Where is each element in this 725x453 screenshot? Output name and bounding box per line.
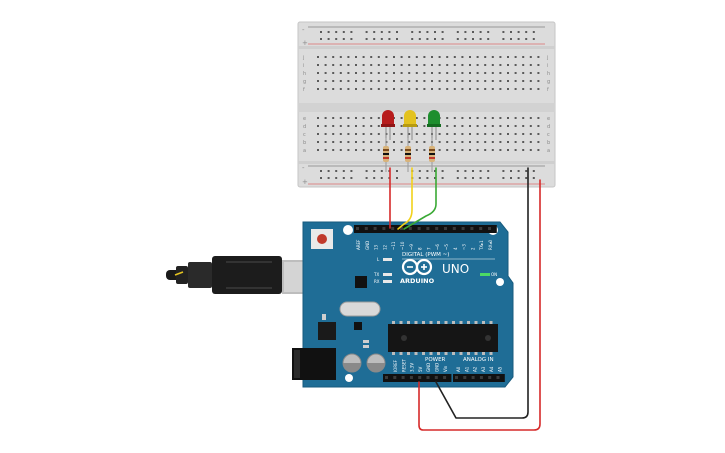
pin-label: A5	[498, 366, 503, 372]
digital-header-label: DIGITAL (PWM ~)	[402, 252, 449, 258]
rail-plus-label: +	[302, 39, 308, 47]
pin-label: GND	[365, 241, 370, 250]
resistor-3[interactable]	[429, 138, 435, 172]
arduino-uno-board[interactable]: DIGITAL (PWM ~) POWER ANALOG IN AREF GND 1…	[292, 221, 514, 388]
row-letter: h	[547, 71, 550, 77]
pin-label: A3	[481, 366, 486, 372]
pin-label: A2	[473, 366, 478, 372]
digital-header[interactable]	[354, 225, 497, 233]
pin-label: 5V	[418, 366, 423, 372]
pin-label: ~6	[435, 244, 440, 250]
row-letter: d	[547, 124, 550, 130]
row-letter: a	[303, 148, 306, 154]
pin-label: ~5	[444, 244, 449, 250]
pin-label: ~11	[391, 241, 396, 250]
pin-label: GND	[435, 363, 440, 372]
analog-header[interactable]	[453, 374, 505, 382]
pin-label: 4	[453, 247, 458, 250]
row-letter: b	[303, 140, 306, 146]
pin-label: 2	[470, 247, 475, 250]
row-letter: i	[303, 63, 304, 69]
led-green[interactable]	[427, 110, 441, 140]
pin-label: 13	[374, 244, 379, 250]
row-letter: a	[547, 148, 550, 154]
pin-label: GND	[426, 363, 431, 372]
on-label: ON	[491, 272, 497, 277]
row-letter: c	[303, 132, 306, 138]
row-letter: j	[302, 55, 304, 61]
wire-yellow-pin12	[397, 167, 413, 230]
pin-label: 7	[426, 247, 431, 250]
pin-label: RX◂0	[488, 239, 493, 250]
row-letter: e	[303, 116, 306, 122]
power-header[interactable]	[383, 374, 452, 382]
pin-label: IOREF	[393, 359, 398, 372]
wires[interactable]	[389, 167, 541, 431]
capacitor-icon	[342, 353, 362, 373]
pin-label: ~3	[462, 244, 467, 250]
wire-red-5v	[418, 179, 541, 431]
row-letter: i	[547, 63, 548, 69]
pin-label: A0	[456, 366, 461, 372]
capacitor-icon	[366, 353, 386, 373]
pin-label: A1	[464, 366, 469, 372]
power-header-label: POWER	[425, 357, 446, 363]
led-red[interactable]	[381, 110, 395, 140]
tx-label: TX	[373, 272, 379, 277]
led-yellow[interactable]	[403, 110, 417, 140]
row-letter: g	[303, 79, 306, 85]
row-letter: g	[547, 79, 550, 85]
brand-label: ARDUINO	[400, 277, 435, 285]
row-letter: h	[303, 71, 306, 77]
arduino-logo-icon	[401, 258, 433, 276]
rail-plus-label-bottom: +	[302, 178, 308, 186]
pin-label: TX▸1	[479, 240, 484, 251]
pin-label: 8	[418, 247, 423, 250]
analog-header-label: ANALOG IN	[463, 357, 494, 363]
pin-label: Vin	[443, 365, 448, 372]
resistor-2[interactable]	[405, 138, 411, 172]
pin-label: 3.3V	[410, 363, 415, 372]
wire-black-gnd	[435, 167, 529, 419]
rail-minus-label: -	[302, 26, 305, 34]
on-led	[480, 273, 490, 276]
row-letter: e	[547, 116, 550, 122]
l-led-label: L	[377, 257, 380, 262]
row-letter: b	[547, 140, 550, 146]
row-letter: f	[303, 87, 305, 93]
wire-green-pin11	[403, 167, 437, 230]
row-letter: f	[547, 87, 549, 93]
resistor-1[interactable]	[383, 138, 389, 172]
model-label: UNO	[442, 262, 469, 276]
pin-label: RESET	[401, 359, 406, 372]
pin-label: 12	[382, 244, 387, 250]
usb-cable[interactable]	[166, 256, 310, 294]
pin-label: ~10	[400, 241, 405, 250]
rx-label: RX	[374, 279, 380, 284]
pin-label: AREF	[356, 239, 361, 250]
rail-minus-label-bottom: -	[302, 164, 305, 172]
row-letter: j	[546, 55, 548, 61]
pin-label: A4	[489, 366, 494, 372]
row-letter: d	[303, 124, 306, 130]
pin-label: ~9	[409, 244, 414, 250]
breadboard-holes	[317, 31, 540, 179]
row-letter: c	[547, 132, 550, 138]
